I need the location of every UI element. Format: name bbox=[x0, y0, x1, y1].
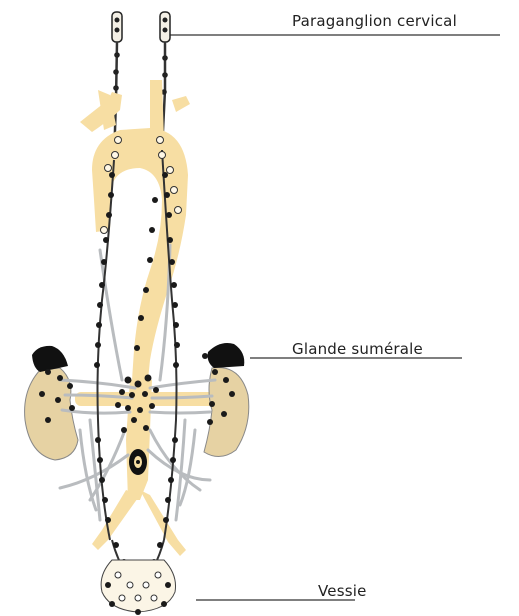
cervical-paraganglion-left bbox=[112, 12, 122, 42]
bladder bbox=[101, 560, 175, 615]
zuckerkandl-organ bbox=[129, 449, 147, 475]
cervical-paraganglion-right bbox=[160, 12, 170, 42]
subclavian-right bbox=[172, 96, 190, 112]
kidney-right-group bbox=[204, 343, 249, 457]
label-glande-surrenale: Glande sumérale bbox=[292, 340, 423, 358]
adrenal-left bbox=[32, 346, 68, 372]
adrenal-right bbox=[208, 343, 245, 368]
label-vessie: Vessie bbox=[318, 582, 367, 600]
leader-lines bbox=[170, 35, 500, 600]
label-paraganglion-cervical: Paraganglion cervical bbox=[292, 12, 457, 30]
kidney-left-group bbox=[25, 346, 78, 460]
